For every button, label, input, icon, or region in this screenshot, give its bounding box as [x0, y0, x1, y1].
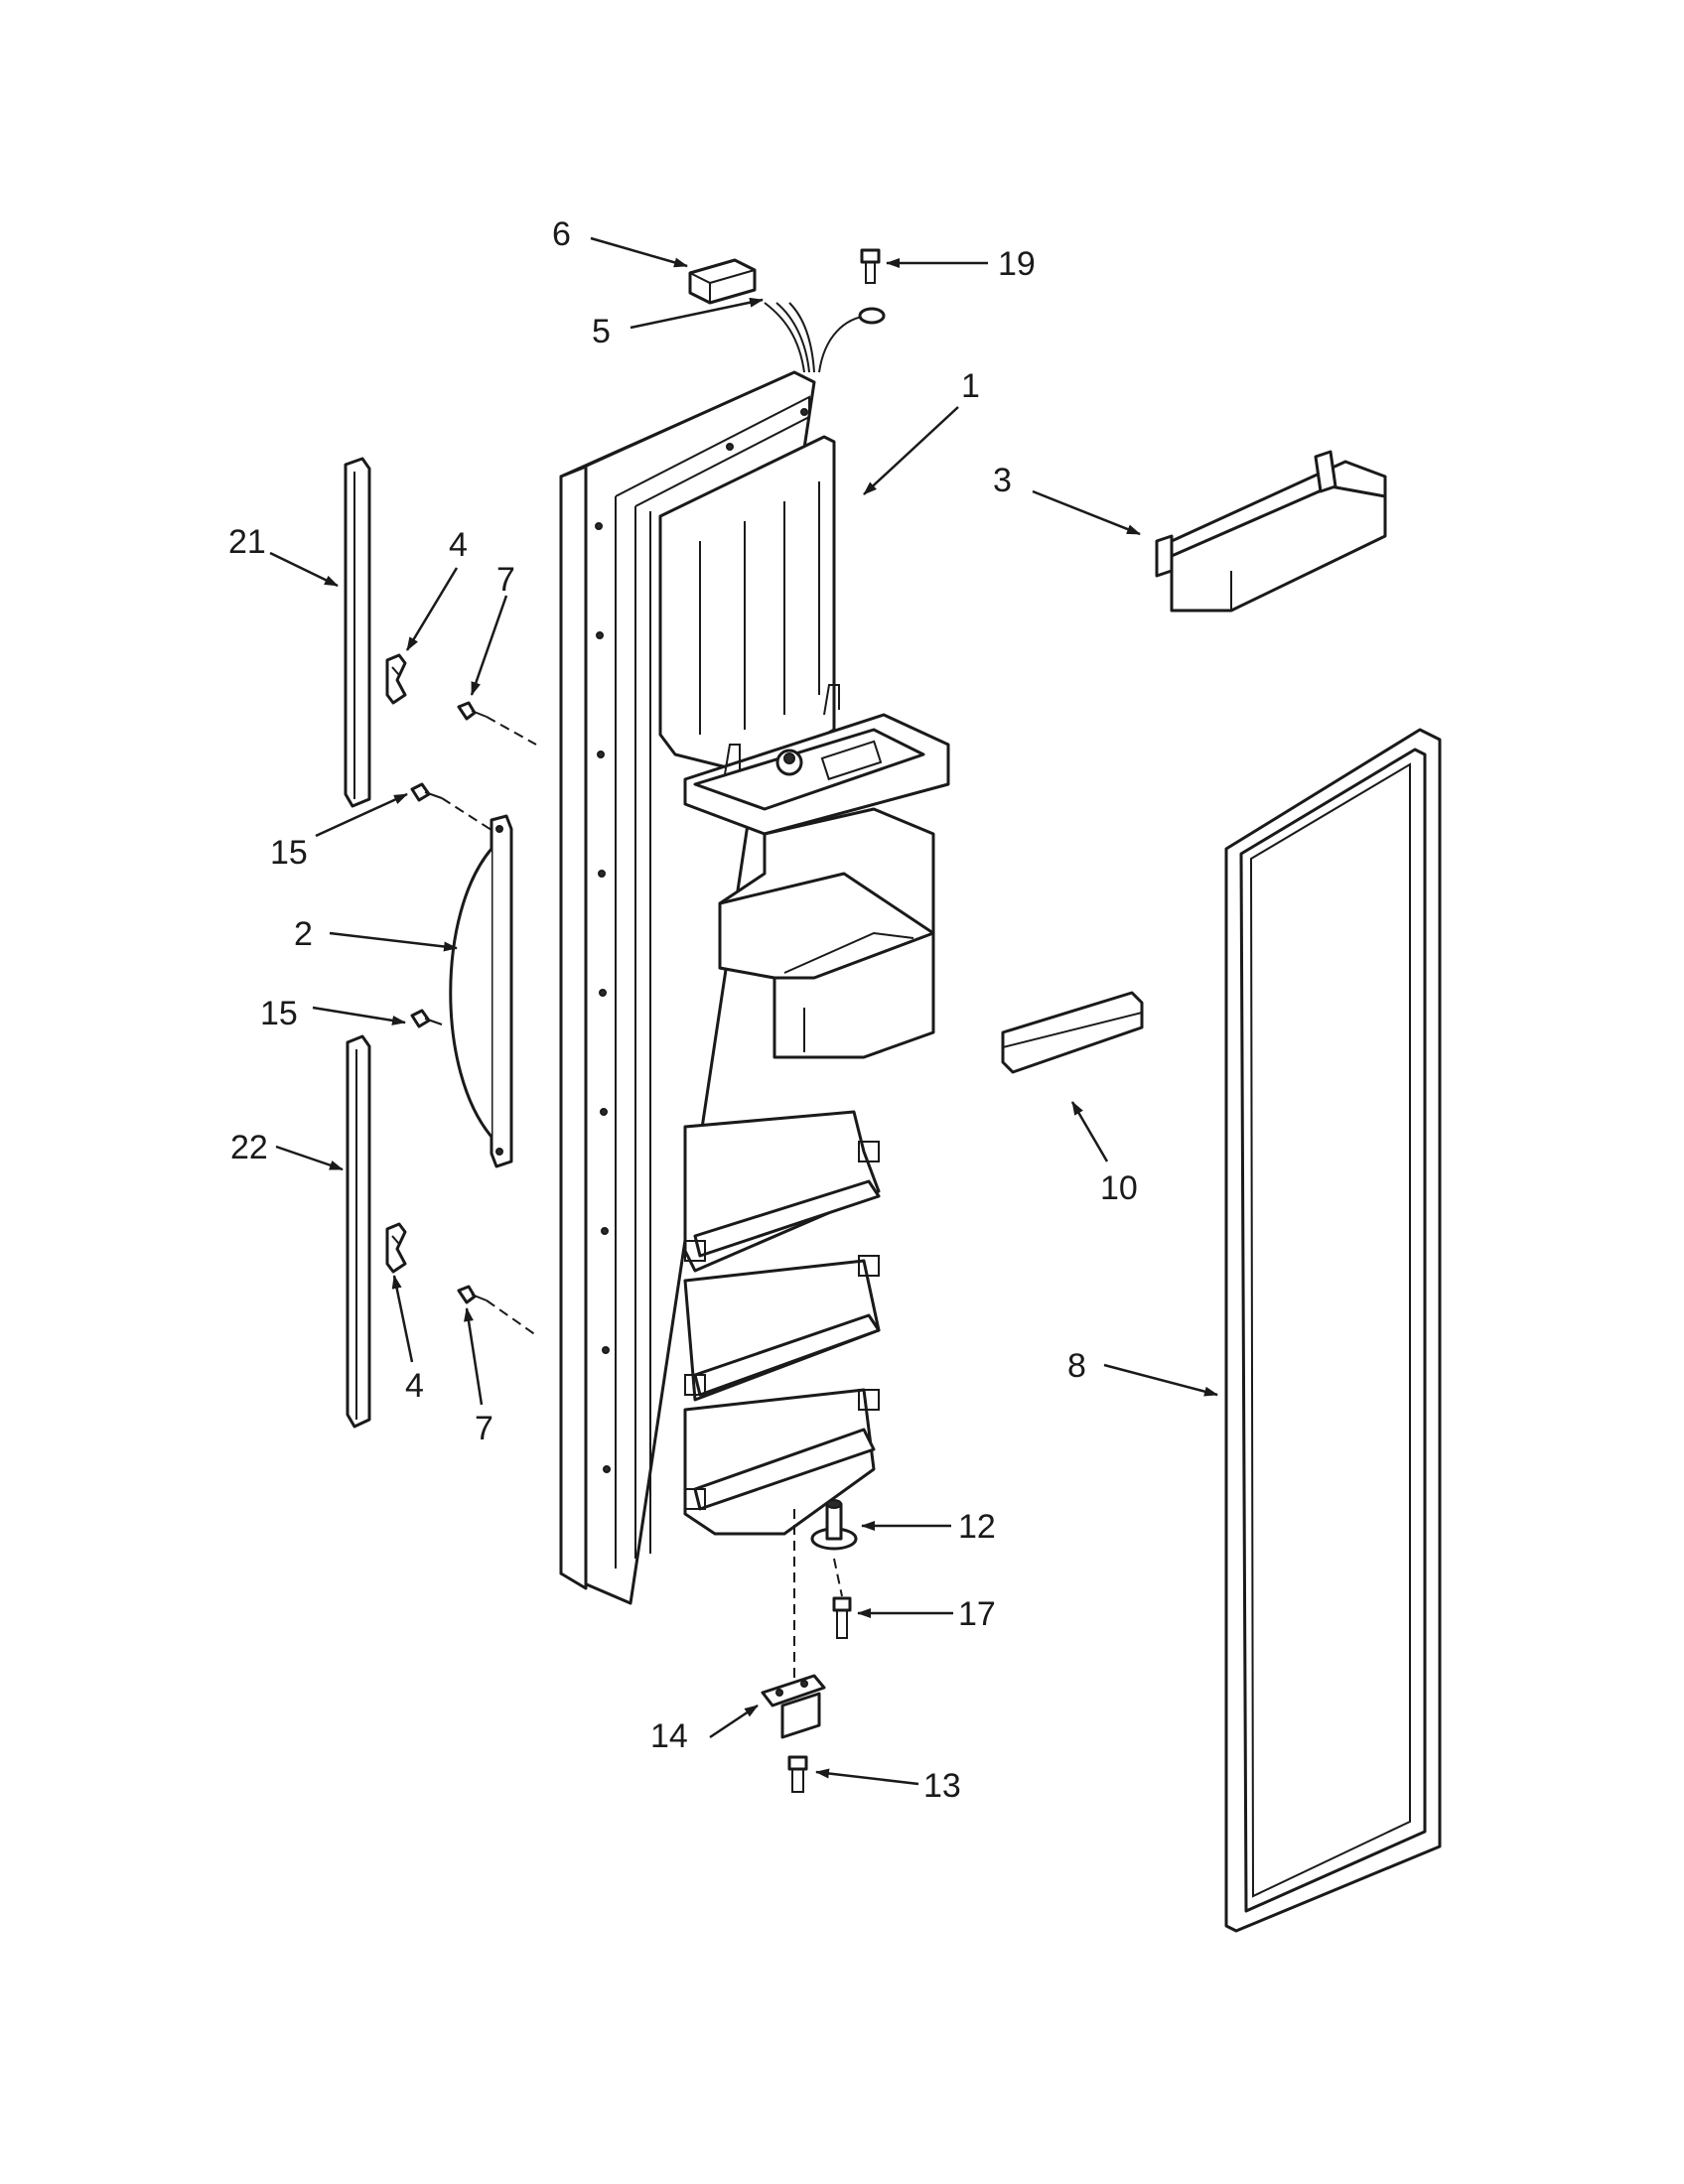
bottom-trim-22 [346, 1034, 371, 1429]
callout-1: 1 [961, 367, 980, 405]
callout-17: 17 [958, 1595, 996, 1633]
callout-15-lower: 15 [260, 995, 298, 1032]
clip-4-lower [385, 1222, 407, 1274]
screw-19 [860, 248, 881, 284]
wire-connector [688, 258, 757, 305]
screw-15-lower [410, 1009, 443, 1028]
hinge-14 [761, 1674, 826, 1739]
mounting-holes [595, 408, 808, 1473]
screw-15-upper [410, 782, 495, 833]
callout-3: 3 [993, 462, 1012, 499]
leader-lines [269, 236, 1218, 1786]
callout-labels: 6 19 5 1 3 21 4 7 15 2 15 22 4 7 8 10 12… [228, 215, 1138, 1805]
callout-12: 12 [958, 1508, 996, 1546]
door-liner-assembly [559, 370, 950, 1605]
door-gasket [1224, 728, 1442, 1933]
hinge-pin-12 [793, 1499, 858, 1688]
callout-10: 10 [1100, 1169, 1138, 1207]
callout-13: 13 [923, 1767, 961, 1805]
callout-4-upper: 4 [449, 526, 468, 564]
trim-strip [1001, 991, 1144, 1074]
callout-19: 19 [998, 245, 1036, 283]
callout-15-upper: 15 [270, 834, 308, 872]
callout-4-lower: 4 [405, 1367, 424, 1405]
door-handle [449, 814, 513, 1168]
callout-21: 21 [228, 523, 266, 561]
callout-5: 5 [592, 313, 611, 350]
screw-7-upper [457, 701, 537, 746]
callout-14: 14 [650, 1717, 688, 1755]
callout-22: 22 [230, 1129, 268, 1166]
callout-7-lower: 7 [475, 1410, 493, 1447]
wiring-harness [764, 302, 886, 373]
callout-6: 6 [552, 215, 571, 253]
screw-13 [787, 1755, 808, 1793]
callout-2: 2 [294, 915, 313, 953]
door-bin [1155, 450, 1387, 613]
top-trim-21 [344, 457, 371, 808]
callout-8: 8 [1067, 1347, 1086, 1385]
clip-4-upper [385, 653, 407, 705]
screw-7-lower [457, 1285, 537, 1336]
callout-7-upper: 7 [496, 561, 515, 599]
screw-17 [832, 1558, 852, 1639]
